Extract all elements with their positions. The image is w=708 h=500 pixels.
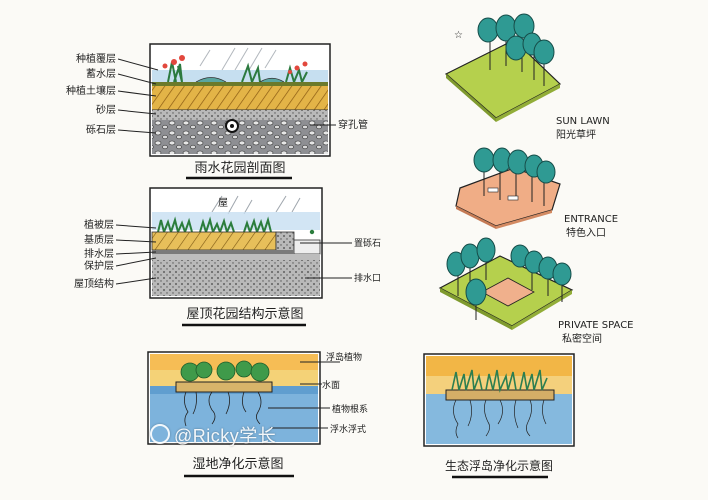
private-space-axonometric: PRIVATE SPACE 私密空间 — [438, 237, 634, 345]
roof-label-4: 保护层 — [84, 259, 114, 272]
watermark: @Ricky学长 — [150, 422, 276, 448]
layer-label-3: 种植土壤层 — [66, 84, 116, 97]
roof-garden-section: 屋 植被层 基质层 排水层 保护层 屋顶结构 置砾石 排水口 屋顶花园结构示 — [74, 187, 381, 327]
entrance-en: ENTRANCE — [564, 214, 618, 225]
panel-title-eco-float: 生态浮岛净化示意图 — [445, 458, 553, 473]
pipe-label: 穿孔管 — [338, 118, 368, 131]
panel-title-rain-garden: 雨水花园剖面图 — [194, 160, 285, 176]
layer-label-2: 蓄水层 — [86, 68, 116, 80]
sun-lawn-cn: 阳光草坪 — [556, 128, 596, 141]
roof-label-2: 基质层 — [84, 233, 114, 246]
floating-platform — [175, 360, 273, 427]
watermark-logo-icon — [150, 424, 170, 444]
roof-label-5: 屋顶结构 — [74, 277, 114, 290]
entrance-axonometric: ENTRANCE 特色入口 — [455, 147, 618, 239]
sun-lawn-en: SUN LAWN — [556, 116, 610, 127]
private-space-cn: 私密空间 — [562, 332, 602, 345]
layer-label-5: 砾石层 — [86, 123, 116, 136]
star-icon: ☆ — [454, 30, 463, 41]
entrance-cn: 特色入口 — [566, 226, 606, 239]
watermark-text: @Ricky学长 — [174, 426, 277, 446]
roof-label-1: 植被层 — [84, 218, 114, 231]
wetland-label-2: 水面 — [322, 379, 340, 391]
rain-garden-section: 种植覆层 蓄水层 种植土壤层 砂层 砾石层 穿孔管 雨水花园剖面图 — [66, 43, 368, 180]
wetland-label-4: 浮水浮式 — [330, 423, 366, 435]
roof-top-label: 屋 — [218, 197, 228, 209]
panel-title-wetland: 湿地净化示意图 — [192, 456, 283, 472]
layer-label-1: 种植覆层 — [76, 52, 116, 65]
wetland-section: 浮岛植物 水面 植物根系 浮水浮式 湿地净化示意图 — [147, 351, 368, 478]
roof-label-3: 排水层 — [84, 247, 114, 260]
eco-float-section: 生态浮岛净化示意图 — [423, 353, 575, 479]
panel-title-roof-garden: 屋顶花园结构示意图 — [186, 306, 303, 322]
plant-cluster — [162, 55, 308, 86]
roof-right-label-2: 排水口 — [354, 272, 381, 284]
sun-lawn-axonometric: ☆ SUN LAWN 阳光草坪 — [444, 13, 610, 141]
private-space-en: PRIVATE SPACE — [558, 320, 634, 331]
roof-right-label-1: 置砾石 — [354, 237, 381, 249]
layer-label-4: 砂层 — [96, 103, 116, 116]
wetland-label-1: 浮岛植物 — [326, 351, 362, 363]
wetland-label-3: 植物根系 — [332, 403, 368, 415]
